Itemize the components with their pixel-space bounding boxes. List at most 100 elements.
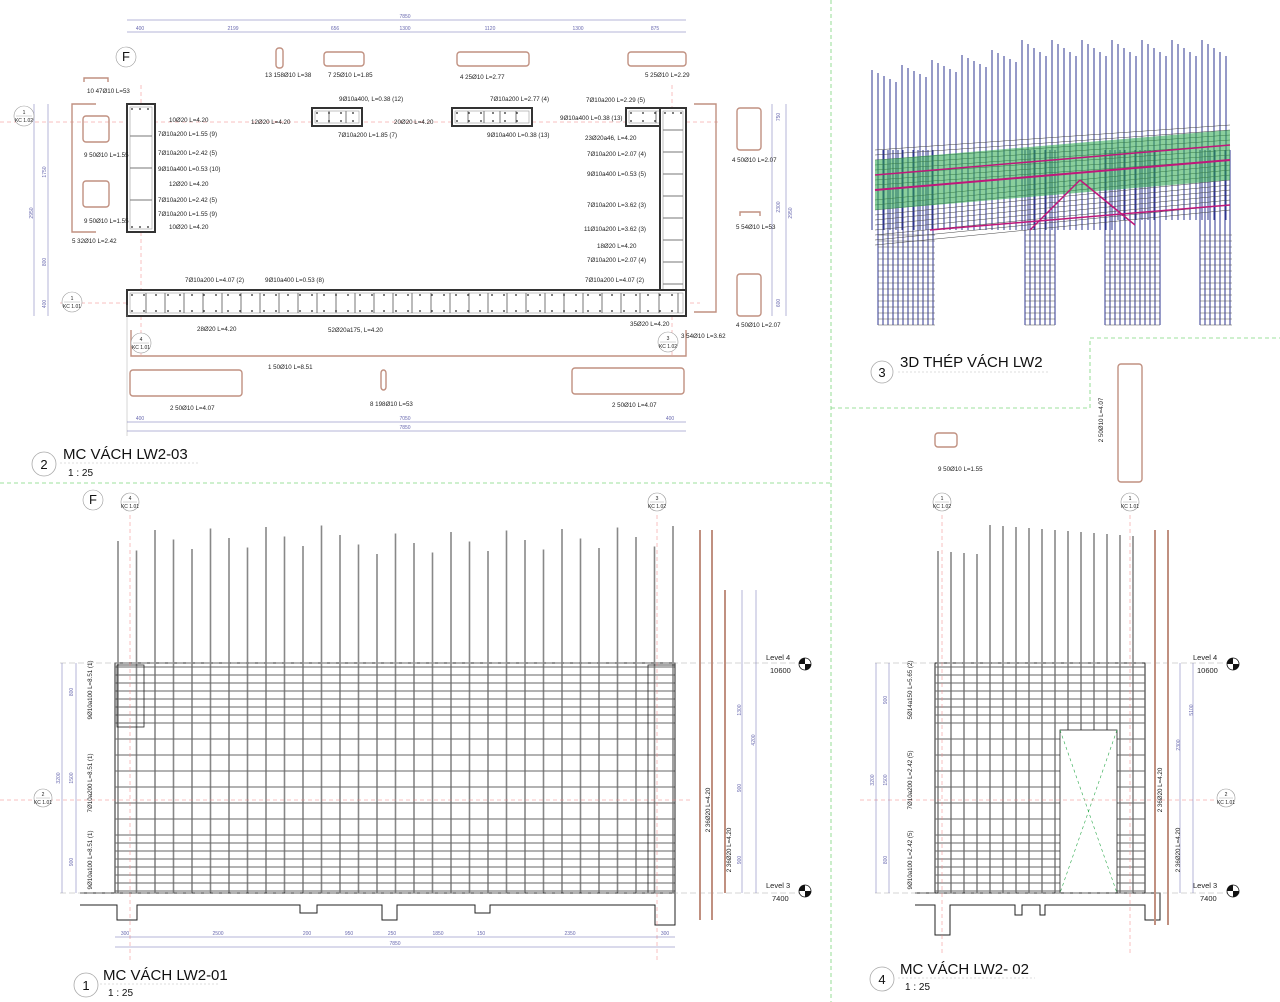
plan-rebar-label: 4 50Ø10 L=2.07 <box>736 322 781 329</box>
level-fill <box>799 885 811 897</box>
bar <box>492 112 494 114</box>
bar <box>527 294 529 296</box>
bar <box>155 294 157 296</box>
grid-bubble-kc[interactable]: 1KC 1.01 <box>61 291 83 313</box>
dimension-text: 2350 <box>564 931 575 937</box>
bar <box>227 310 229 312</box>
plan-rebar-label: 9 50Ø10 L=1.55 <box>84 218 129 225</box>
bubble-ref: KC 1.02 <box>648 504 666 510</box>
bar <box>215 294 217 296</box>
bubble-ref: KC 1.01 <box>1217 800 1235 806</box>
level-elevation: 7400 <box>772 894 789 903</box>
plan-rebar-label: 9 50Ø10 L=1.55 <box>938 466 983 473</box>
bar <box>191 294 193 296</box>
rebar-shape-9 <box>82 180 110 208</box>
wall-outline <box>451 107 533 127</box>
view-scale: 1 : 25 <box>108 988 133 999</box>
view-number: 2 <box>40 457 47 472</box>
level-name: Level 4 <box>766 653 790 662</box>
view-number-circle <box>870 360 894 384</box>
plan-rebar-label: 9Ø10a400, L=0.38 (12) <box>339 96 403 103</box>
rebar-shape-5b <box>739 211 761 216</box>
bubble-number: 2 <box>1225 792 1228 798</box>
bar <box>455 294 457 296</box>
bar <box>419 310 421 312</box>
rebar-shape-5 <box>627 51 687 67</box>
level-name: Level 4 <box>1193 653 1217 662</box>
plan-rebar-label: 7Ø10a200 L=4.07 (2) <box>185 277 244 284</box>
bar <box>328 112 330 114</box>
bubble-number: 1 <box>71 296 74 302</box>
plan-rebar-label: 5 25Ø10 L=2.29 <box>645 72 690 79</box>
bar <box>299 310 301 312</box>
bar <box>516 120 518 122</box>
view-elevation-lw2-01[interactable] <box>0 515 800 960</box>
view-number-circle <box>869 966 895 992</box>
slab-band <box>875 130 1230 210</box>
dimension-text: 656 <box>331 26 340 32</box>
bar <box>659 294 661 296</box>
bar <box>587 310 589 312</box>
wall-outline <box>126 289 687 317</box>
view-number-circle <box>73 972 99 998</box>
bar <box>503 310 505 312</box>
wall-inner <box>129 292 684 314</box>
bar <box>563 310 565 312</box>
bar <box>263 294 265 296</box>
bar <box>539 310 541 312</box>
grid-bubble-kc[interactable]: 2 KC 1.01 <box>1216 788 1236 808</box>
rebar-shape-2 <box>129 369 243 397</box>
bar <box>491 310 493 312</box>
rebar-3d-horizontal <box>874 179 1231 216</box>
level-fill <box>1227 658 1239 670</box>
bar <box>352 120 354 122</box>
level-elevation: 7400 <box>1200 894 1217 903</box>
bubble-ref: KC 1.02 <box>933 504 951 510</box>
grid-bubble-kc[interactable]: 3KC 1.02 <box>657 331 679 353</box>
grid-bubble-kc[interactable]: 1KC 1.02 <box>13 105 35 127</box>
view-3d-lw2[interactable] <box>871 40 1232 326</box>
grid-bubble-kc[interactable]: 2KC 1.01 <box>33 788 53 808</box>
dimension-text: 2950 <box>788 207 794 218</box>
view-plan-lw2-03[interactable] <box>0 19 1143 483</box>
bar <box>671 294 673 296</box>
plan-rebar-label: 9Ø10a400 L=0.53 (5) <box>587 171 646 178</box>
view-number: 3 <box>878 365 885 380</box>
view-elevation-lw2-02[interactable] <box>860 515 1240 955</box>
plan-rebar-label: 10Ø20 L=4.20 <box>169 117 209 124</box>
rebar-shape-9b <box>934 432 958 448</box>
bubble-ref: KC 1.01 <box>1121 504 1139 510</box>
dimension-text: 7850 <box>399 425 410 431</box>
wall-section <box>126 103 156 233</box>
bar <box>131 294 133 296</box>
bar <box>647 310 649 312</box>
grid-bubble-f[interactable]: F <box>82 489 104 511</box>
grid-bubble-kc[interactable]: 3KC 1.02 <box>647 492 667 512</box>
grid-bubble-kc[interactable]: 1KC 1.01 <box>1120 492 1140 512</box>
dimension-text: 1300 <box>572 26 583 32</box>
bar <box>587 294 589 296</box>
grid-bubble-kc[interactable]: 4KC 1.01 <box>120 492 140 512</box>
bar <box>599 294 601 296</box>
view-title: MC VÁCH LW2-03 <box>63 446 188 463</box>
dimension-text: 1300 <box>399 26 410 32</box>
dimension-text: 1850 <box>432 931 443 937</box>
plan-rebar-label: 7Ø10a200 L=2.77 (4) <box>490 96 549 103</box>
level-marker-icon <box>1226 657 1240 671</box>
plan-rebar-label: 7Ø10a200 L=4.07 (2) <box>585 277 644 284</box>
elevation-rebar-label: 7Ø10a200 L=2.42 (5) <box>907 751 914 810</box>
rebar-shape-2b <box>571 367 685 395</box>
grid-bubble-kc[interactable]: 4KC 1.01 <box>130 332 152 354</box>
bar <box>139 226 141 228</box>
bar <box>275 294 277 296</box>
grid-bubble-kc[interactable]: 1KC 1.02 <box>932 492 952 512</box>
bar <box>599 310 601 312</box>
bar <box>263 310 265 312</box>
brace-3d <box>1079 179 1136 226</box>
bar <box>139 108 141 110</box>
level-name: Level 3 <box>766 881 790 890</box>
grid-bubble-f[interactable]: F <box>115 46 137 68</box>
dimension-text: 900 <box>69 858 75 867</box>
bar <box>539 294 541 296</box>
dimension-text: 250 <box>388 931 397 937</box>
